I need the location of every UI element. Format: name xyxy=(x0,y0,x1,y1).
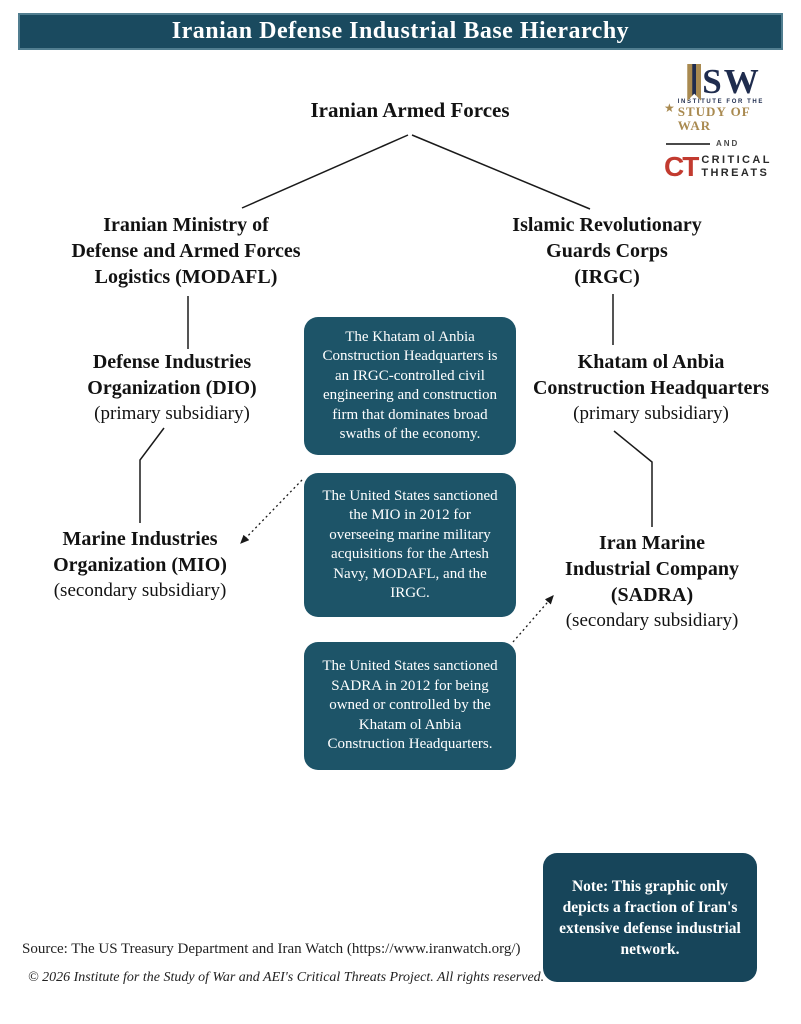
node-label: Khatam ol Anbia Construction Headquarter… xyxy=(532,351,770,399)
logo-block: SW ★ INSTITUTE FOR THE STUDY OF WAR AND … xyxy=(664,64,784,181)
ct-word-threats: THREATS xyxy=(701,167,770,179)
note-text: Note: This graphic only depicts a fracti… xyxy=(559,877,741,958)
isw-wordmark: SW xyxy=(702,62,761,101)
node-sublabel: (secondary subsidiary) xyxy=(565,610,739,631)
and-label: AND xyxy=(716,139,740,148)
node-sublabel: (primary subsidiary) xyxy=(573,403,729,424)
page-title: Iranian Defense Industrial Base Hierarch… xyxy=(171,18,630,44)
divider-line xyxy=(666,142,710,145)
callout-text: The United States sanctioned the MIO in … xyxy=(322,487,498,602)
node-label: Defense Industries Organization (DIO) xyxy=(87,351,257,399)
source-line: Source: The US Treasury Department and I… xyxy=(22,941,521,957)
logo-and-divider: AND xyxy=(666,139,782,148)
line-khatam-to-sadra xyxy=(613,430,653,527)
node-label: Iranian Armed Forces xyxy=(310,98,510,122)
node-label: Islamic Revolutionary Guards Corps (IRGC… xyxy=(512,214,702,288)
node-label: Iranian Ministry of Defense and Armed Fo… xyxy=(71,214,301,288)
line-root-to-irgc xyxy=(411,134,591,210)
isw-logo: SW xyxy=(664,64,784,101)
node-modafl: Iranian Ministry of Defense and Armed Fo… xyxy=(36,212,336,290)
critical-threats-logo: CT CRITICAL THREATS xyxy=(664,153,784,181)
line-root-to-modafl xyxy=(241,134,409,209)
node-label: Marine Industries Organization (MIO) xyxy=(53,528,227,576)
callout-mio-sanction: The United States sanctioned the MIO in … xyxy=(304,473,516,617)
node-khatam: Khatam ol Anbia Construction Headquarter… xyxy=(501,349,801,427)
node-label: Iran Marine Industrial Company (SADRA) xyxy=(565,532,739,606)
callout-khatam-description: The Khatam ol Anbia Construction Headqua… xyxy=(304,317,516,455)
star-icon: ★ xyxy=(664,101,675,115)
note-box: Note: This graphic only depicts a fracti… xyxy=(543,853,757,982)
isw-study-of-war-text: STUDY OF WAR xyxy=(677,104,751,133)
callout-text: The Khatam ol Anbia Construction Headqua… xyxy=(322,328,498,443)
title-banner: Iranian Defense Industrial Base Hierarch… xyxy=(18,13,783,50)
node-mio: Marine Industries Organization (MIO) (se… xyxy=(0,526,280,604)
line-dio-to-mio xyxy=(139,427,165,523)
copyright-line: © 2026 Institute for the Study of War an… xyxy=(28,970,545,985)
callout-text: The United States sanctioned SADRA in 20… xyxy=(322,658,498,753)
node-dio: Defense Industries Organization (DIO) (p… xyxy=(22,349,322,427)
isw-institute-text: INSTITUTE FOR THE xyxy=(677,99,764,105)
isw-medal-icon xyxy=(687,64,702,101)
node-irgc: Islamic Revolutionary Guards Corps (IRGC… xyxy=(457,212,757,290)
ct-word-critical: CRITICAL xyxy=(701,154,772,166)
callout-sadra-sanction: The United States sanctioned SADRA in 20… xyxy=(304,642,516,770)
node-sadra: Iran Marine Industrial Company (SADRA) (… xyxy=(512,530,792,634)
node-iranian-armed-forces: Iranian Armed Forces xyxy=(260,97,560,123)
isw-subtitle: ★ INSTITUTE FOR THE STUDY OF WAR xyxy=(664,99,784,133)
ct-monogram-icon: CT xyxy=(664,151,699,182)
node-sublabel: (secondary subsidiary) xyxy=(53,580,227,601)
node-sublabel: (primary subsidiary) xyxy=(94,403,250,424)
